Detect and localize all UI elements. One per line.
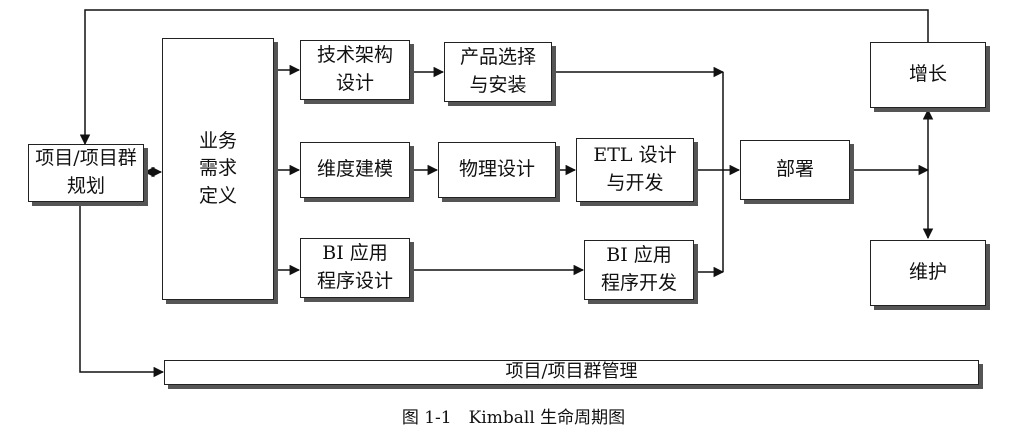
growth-box: 增长 [870,42,986,108]
program-management-bar: 项目/项目群管理 [164,360,979,385]
etl-design-label: ETL 设计 与开发 [593,144,677,194]
bi-app-design-label: BI 应用 程序设计 [316,242,393,292]
etl-design-box: ETL 设计 与开发 [576,138,694,202]
dimensional-modeling-label: 维度建模 [316,158,393,181]
dimensional-modeling-box: 维度建模 [300,142,410,198]
bi-app-design-box: BI 应用 程序设计 [300,238,410,298]
program-planning-box: 项目/项目群 规划 [28,144,144,202]
growth-label: 增长 [908,63,947,86]
figure-caption: 图 1-1 Kimball 生命周期图 [401,408,626,428]
bi-app-development-box: BI 应用 程序开发 [584,240,694,300]
program-management-label: 项目/项目群管理 [505,361,638,383]
deployment-label: 部署 [775,158,814,181]
program-planning-label: 项目/项目群 规划 [35,147,137,197]
product-selection-box: 产品选择 与安装 [444,42,552,102]
feedback-line [79,9,929,146]
maintenance-label: 维护 [908,261,947,284]
product-selection-label: 产品选择 与安装 [459,46,536,96]
business-requirements-label: 业务 需求 定义 [198,129,237,207]
physical-design-box: 物理设计 [438,142,556,198]
technical-architecture-box: 技术架构 设计 [300,40,410,100]
technical-architecture-label: 技术架构 设计 [316,44,393,94]
planning-to-management-arrow [79,204,165,378]
physical-design-label: 物理设计 [458,158,535,181]
business-requirements-box: 业务 需求 定义 [162,38,274,300]
maintenance-box: 维护 [870,240,986,306]
deployment-box: 部署 [740,140,850,200]
bi-app-development-label: BI 应用 程序开发 [600,244,677,294]
